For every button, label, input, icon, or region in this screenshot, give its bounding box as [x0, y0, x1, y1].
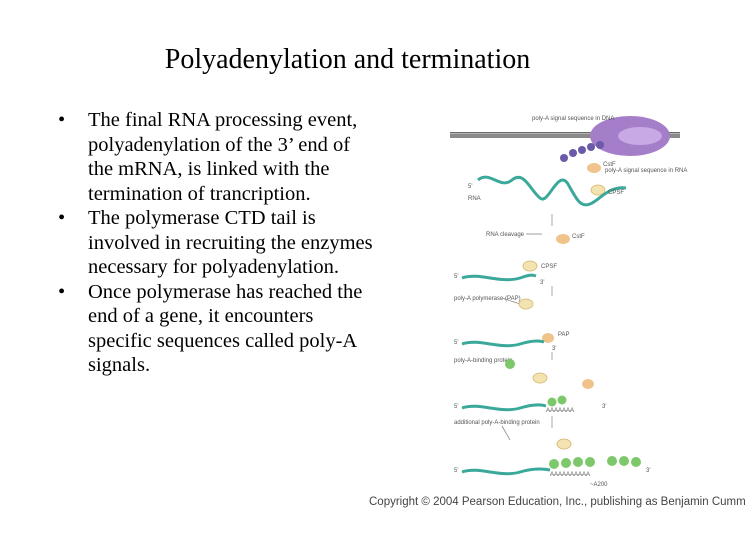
label-rna: RNA — [468, 196, 481, 202]
bullet-list: • The final RNA processing event, polyad… — [58, 108, 378, 378]
cleaved-rna — [461, 273, 537, 282]
label-pap: PAP — [558, 332, 570, 338]
label-polya-binding: poly-A-binding protein — [454, 358, 512, 364]
pabp-protein — [607, 456, 617, 466]
pap-protein — [542, 333, 554, 343]
label-three-prime: 3' — [602, 404, 606, 410]
poly-a-tail: AAAAAAAAAA — [550, 472, 590, 478]
ctd-phospho — [587, 143, 595, 151]
pointer-line — [501, 297, 521, 305]
cpsf-protein — [590, 184, 606, 196]
pap-protein — [582, 379, 594, 389]
label-three-prime: 3' — [540, 280, 544, 286]
label-cpsf: CPSF — [608, 190, 624, 196]
cpsf-protein — [532, 372, 548, 384]
bullet-item: • Once polymerase has reached the end of… — [58, 280, 378, 378]
label-three-prime: 3' — [646, 468, 650, 474]
label-cstf: CstF — [572, 234, 585, 240]
label-five-prime: 5' — [454, 274, 458, 280]
copyright-notice: Copyright © 2004 Pearson Education, Inc.… — [369, 496, 746, 508]
ctd-phospho — [596, 141, 604, 149]
cstf-protein — [556, 234, 570, 244]
pointer-line — [501, 425, 511, 441]
label-tail-end: ~A200 — [590, 482, 608, 488]
label-five-prime: 5' — [454, 404, 458, 410]
label-cstf: CstF — [603, 162, 616, 168]
pabp-protein — [585, 457, 595, 467]
ctd-phospho — [560, 154, 568, 162]
bullet-item: • The polymerase CTD tail is involved in… — [58, 206, 378, 280]
bullet-dot: • — [58, 280, 66, 303]
label-five-prime: 5' — [468, 184, 472, 190]
pabp-protein — [573, 457, 583, 467]
pabp-protein — [505, 359, 515, 369]
bullet-text: The polymerase CTD tail is involved in r… — [88, 207, 373, 278]
label-polya-polymerase: poly-A polymerase (PAP) — [454, 296, 521, 302]
bullet-text: The final RNA processing event, polyaden… — [88, 109, 358, 205]
bullet-dot: • — [58, 207, 66, 229]
pabp-protein — [549, 459, 559, 469]
slide-title: Polyadenylation and termination — [164, 44, 531, 75]
label-five-prime: 5' — [454, 468, 458, 474]
cstf-protein — [587, 163, 601, 173]
label-additional-binding: additional poly-A-binding protein — [454, 420, 540, 426]
label-three-prime: 3' — [552, 346, 556, 352]
polyadenylation-diagram: poly-A signal sequence in DNA poly-A sig… — [450, 116, 687, 488]
nascent-rna — [477, 175, 627, 207]
pabp-protein — [561, 458, 571, 468]
bullet-text: Once polymerase has reached the end of a… — [88, 280, 363, 377]
label-cpsf: CPSF — [541, 264, 557, 270]
label-rna-cleavage: RNA cleavage — [486, 232, 525, 238]
bullet-item: • The final RNA processing event, polyad… — [58, 108, 378, 206]
dna-strand-edge — [450, 132, 680, 134]
pabp-protein — [557, 395, 567, 405]
pabp-protein — [619, 456, 629, 466]
bullet-dot: • — [58, 109, 66, 131]
rna-strand — [461, 339, 545, 348]
rna-polymerase-highlight — [618, 127, 662, 145]
cpsf-protein — [556, 438, 572, 450]
poly-a-tail: AAAAAAA — [546, 408, 574, 414]
ctd-phospho — [569, 149, 577, 157]
pabp-protein — [631, 457, 641, 467]
rna-strand — [461, 403, 547, 412]
dna-strand — [450, 134, 680, 138]
rna-strand — [461, 467, 551, 476]
cpsf-protein — [518, 298, 534, 310]
ctd-phospho — [578, 146, 586, 154]
pabp-protein — [547, 397, 557, 407]
label-signal-dna: poly-A signal sequence in DNA — [532, 116, 614, 122]
label-five-prime: 5' — [454, 340, 458, 346]
label-signal-rna: poly-A signal sequence in RNA — [605, 168, 687, 174]
cpsf-protein — [522, 260, 538, 272]
